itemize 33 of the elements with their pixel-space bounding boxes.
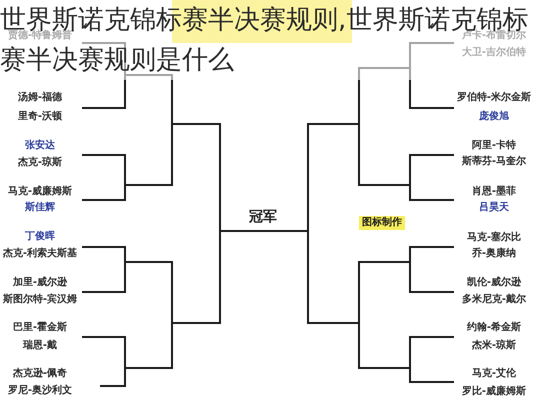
player-name: 斯佳辉 <box>25 202 55 214</box>
player-name: 庞俊旭 <box>479 111 509 123</box>
player-name: 多米尼克-戴尔 <box>462 294 526 306</box>
player-name: 罗伯特-米尔金斯 <box>456 92 532 104</box>
player-name: 吕昊天 <box>479 202 509 214</box>
final-label: 冠军 <box>249 209 277 225</box>
player-name: 斯图尔特-宾汉姆 <box>2 294 78 306</box>
highlight-tag: 图标制作 <box>359 216 405 230</box>
player-name: 凯伦-威尔逊 <box>466 277 522 289</box>
player-name: 巴里-霍金斯 <box>12 322 68 334</box>
player-name: 加里-威尔逊 <box>12 277 68 289</box>
player-name: 卢卡-布雷切尔 <box>462 30 526 42</box>
player-name: 瑞恩-戴 <box>22 340 58 352</box>
player-name: 杰克-利索夫斯基 <box>2 248 78 260</box>
player-name: 杰克-琼斯 <box>18 157 62 169</box>
player-name: 汤姆-福德 <box>18 92 62 104</box>
player-name: 马克-塞尔比 <box>466 232 522 244</box>
player-name: 里奇-沃顿 <box>18 111 62 123</box>
player-name: 肖恩-墨菲 <box>472 186 516 198</box>
player-name: 阿里-卡特 <box>472 140 516 152</box>
player-name: 乔-奥康纳 <box>472 248 516 260</box>
player-name: 斯蒂芬-马奎尔 <box>462 156 526 168</box>
player-name: 丁俊晖 <box>25 231 55 243</box>
player-name: 马克-威廉姆斯 <box>8 186 72 198</box>
player-name: 张安达 <box>25 140 55 152</box>
player-name: 约翰-希金斯 <box>466 322 522 334</box>
player-name: 贾德-特鲁姆普 <box>8 30 72 42</box>
player-name: 马克-艾伦 <box>472 368 516 380</box>
player-name: 罗比-威廉姆斯 <box>462 386 526 398</box>
player-name: 大卫-吉尔伯特 <box>462 47 526 59</box>
player-name: 杰克逊-佩奇 <box>12 368 68 380</box>
player-name: 杰米-琼斯 <box>472 340 516 352</box>
player-name: 罗尼-奥沙利文 <box>8 385 72 397</box>
